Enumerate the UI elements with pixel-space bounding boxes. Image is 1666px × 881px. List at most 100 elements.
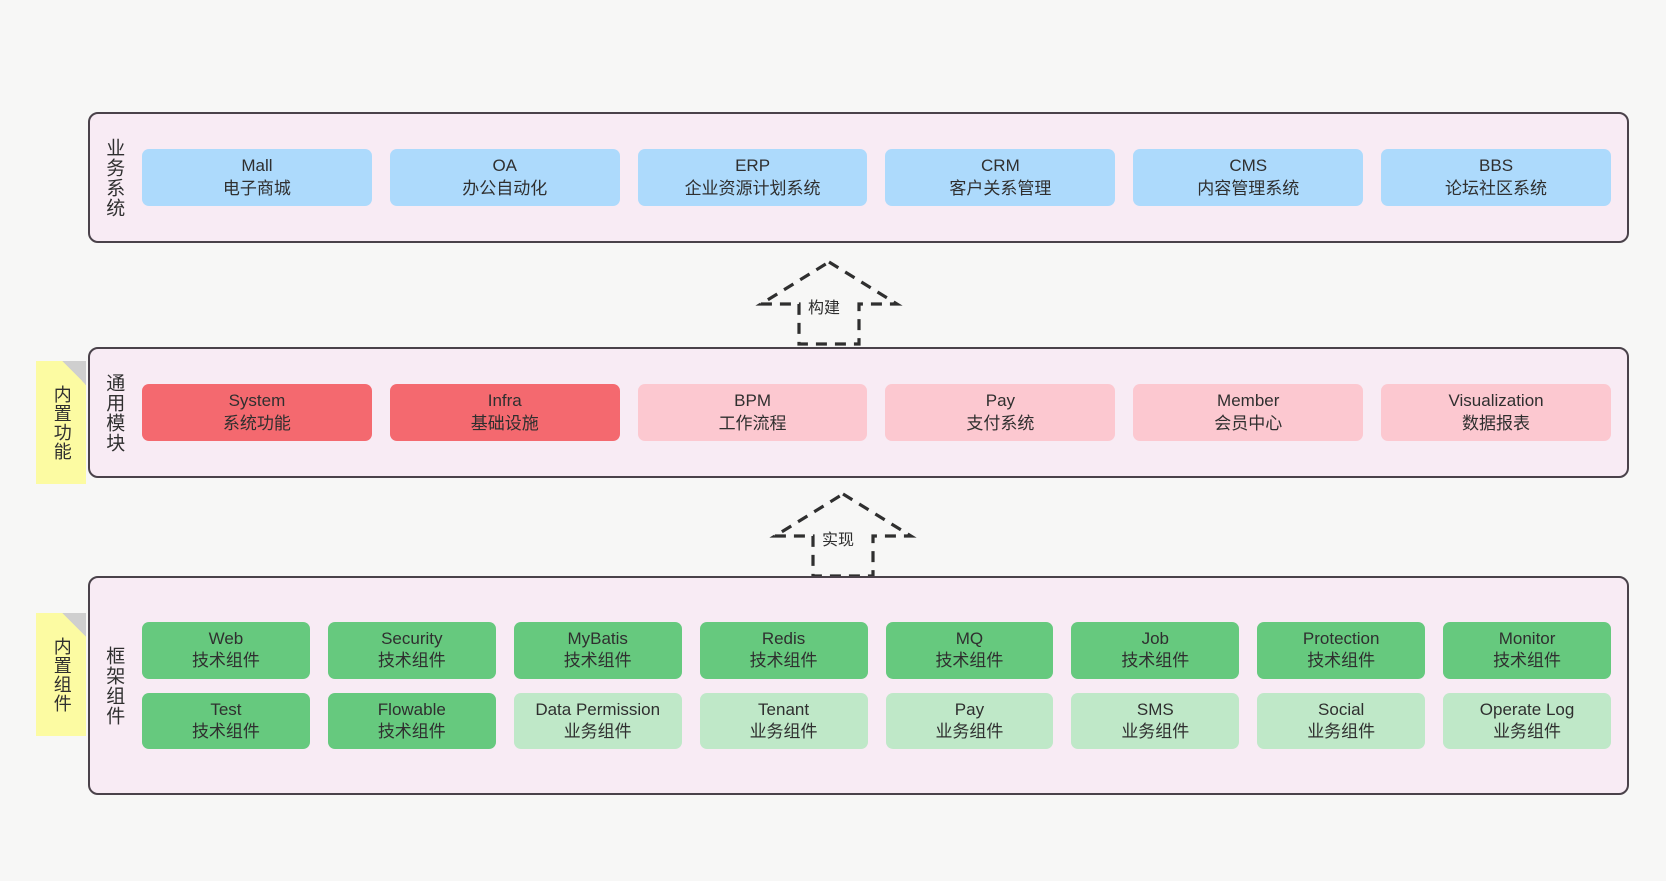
- card-redis[interactable]: Redis 技术组件: [699, 621, 868, 679]
- card-social[interactable]: Social 业务组件: [1257, 692, 1426, 750]
- card-bpm[interactable]: BPM 工作流程: [637, 384, 868, 441]
- card-web-subtitle: 技术组件: [191, 651, 260, 671]
- card-data-permission-title: Data Permission: [535, 699, 661, 719]
- card-pay-component-subtitle: 业务组件: [935, 721, 1004, 741]
- card-crm[interactable]: CRM 客户关系管理: [885, 149, 1116, 206]
- card-pay-module-subtitle: 支付系统: [966, 413, 1035, 433]
- card-pay-module[interactable]: Pay 支付系统: [885, 384, 1116, 441]
- card-mq[interactable]: MQ 技术组件: [885, 621, 1054, 679]
- framework-components-row-2: Test 技术组件 Flowable 技术组件 Data Permission …: [142, 692, 1611, 750]
- card-mall[interactable]: Mall 电子商城: [142, 149, 372, 206]
- connector-implement: 实现: [769, 490, 917, 578]
- layer-framework-components: 框架组件 Web 技术组件 Security 技术组件 MyBatis 技术组件…: [88, 576, 1629, 795]
- layer-common-modules-body: System 系统功能 Infra 基础设施 BPM 工作流程 Pay 支付系统…: [136, 349, 1627, 476]
- card-tenant[interactable]: Tenant 业务组件: [699, 692, 868, 750]
- card-mq-subtitle: 技术组件: [935, 651, 1004, 671]
- common-modules-row: System 系统功能 Infra 基础设施 BPM 工作流程 Pay 支付系统…: [142, 384, 1611, 441]
- card-redis-subtitle: 技术组件: [749, 651, 818, 671]
- layer-framework-components-title: 框架组件: [103, 645, 125, 726]
- card-mall-title: Mall: [241, 156, 273, 176]
- layer-common-modules: 通用模块 System 系统功能 Infra 基础设施 BPM 工作流程 Pay…: [88, 347, 1629, 478]
- card-bpm-subtitle: 工作流程: [718, 413, 787, 433]
- card-oa[interactable]: OA 办公自动化: [389, 149, 620, 206]
- card-social-title: Social: [1318, 699, 1365, 719]
- note-builtin-components-label: 内置组件: [51, 636, 72, 713]
- card-member[interactable]: Member 会员中心: [1133, 384, 1364, 441]
- card-data-permission-subtitle: 业务组件: [563, 721, 632, 741]
- card-crm-subtitle: 客户关系管理: [949, 178, 1052, 198]
- card-monitor[interactable]: Monitor 技术组件: [1443, 621, 1611, 679]
- card-monitor-title: Monitor: [1498, 628, 1556, 648]
- card-system[interactable]: System 系统功能: [142, 384, 372, 441]
- card-cms[interactable]: CMS 内容管理系统: [1133, 149, 1364, 206]
- generalization-arrow-shape: [769, 492, 917, 578]
- connector-implement-label: 实现: [820, 526, 857, 550]
- card-test[interactable]: Test 技术组件: [142, 692, 310, 750]
- card-mall-subtitle: 电子商城: [222, 178, 291, 198]
- card-job[interactable]: Job 技术组件: [1071, 621, 1240, 679]
- card-flowable[interactable]: Flowable 技术组件: [327, 692, 496, 750]
- layer-business-systems: 业务系统 Mall 电子商城 OA 办公自动化 ERP 企业资源计划系统 CRM…: [88, 112, 1629, 243]
- card-bpm-title: BPM: [734, 391, 771, 411]
- card-erp-title: ERP: [735, 156, 771, 176]
- note-builtin-features-label: 内置功能: [51, 384, 72, 461]
- connector-build: 构建: [755, 258, 903, 346]
- card-erp-subtitle: 企业资源计划系统: [684, 178, 821, 198]
- card-system-title: System: [228, 391, 286, 411]
- card-protection[interactable]: Protection 技术组件: [1257, 621, 1426, 679]
- card-visualization[interactable]: Visualization 数据报表: [1381, 384, 1611, 441]
- layer-business-systems-body: Mall 电子商城 OA 办公自动化 ERP 企业资源计划系统 CRM 客户关系…: [136, 114, 1627, 241]
- card-pay-component-title: Pay: [954, 699, 985, 719]
- card-member-title: Member: [1217, 391, 1280, 411]
- card-infra-subtitle: 基础设施: [470, 413, 539, 433]
- card-security-subtitle: 技术组件: [377, 651, 446, 671]
- card-pay-component[interactable]: Pay 业务组件: [885, 692, 1054, 750]
- note-builtin-features: 内置功能: [36, 361, 86, 484]
- card-monitor-subtitle: 技术组件: [1493, 651, 1562, 671]
- card-test-title: Test: [210, 699, 242, 719]
- card-mybatis[interactable]: MyBatis 技术组件: [513, 621, 682, 679]
- card-job-subtitle: 技术组件: [1121, 651, 1190, 671]
- card-security[interactable]: Security 技术组件: [327, 621, 496, 679]
- card-bbs[interactable]: BBS 论坛社区系统: [1381, 149, 1611, 206]
- card-cms-title: CMS: [1229, 156, 1268, 176]
- card-protection-title: Protection: [1302, 628, 1380, 648]
- card-erp[interactable]: ERP 企业资源计划系统: [637, 149, 868, 206]
- card-test-subtitle: 技术组件: [191, 721, 260, 741]
- card-redis-title: Redis: [761, 628, 806, 648]
- card-protection-subtitle: 技术组件: [1307, 651, 1376, 671]
- card-crm-title: CRM: [981, 156, 1020, 176]
- note-fold-corner-icon: [62, 613, 86, 637]
- card-pay-module-title: Pay: [985, 391, 1016, 411]
- framework-components-row-1: Web 技术组件 Security 技术组件 MyBatis 技术组件 Redi…: [142, 621, 1611, 679]
- card-infra[interactable]: Infra 基础设施: [389, 384, 620, 441]
- card-mybatis-title: MyBatis: [567, 628, 628, 648]
- card-visualization-title: Visualization: [1448, 391, 1544, 411]
- card-infra-title: Infra: [487, 391, 522, 411]
- card-member-subtitle: 会员中心: [1214, 413, 1283, 433]
- card-web[interactable]: Web 技术组件: [142, 621, 310, 679]
- card-operate-log-subtitle: 业务组件: [1493, 721, 1562, 741]
- card-sms-title: SMS: [1136, 699, 1174, 719]
- card-data-permission[interactable]: Data Permission 业务组件: [513, 692, 682, 750]
- card-system-subtitle: 系统功能: [222, 413, 291, 433]
- card-job-title: Job: [1141, 628, 1170, 648]
- card-tenant-subtitle: 业务组件: [749, 721, 818, 741]
- card-operate-log[interactable]: Operate Log 业务组件: [1443, 692, 1611, 750]
- card-visualization-subtitle: 数据报表: [1462, 413, 1531, 433]
- card-web-title: Web: [208, 628, 244, 648]
- card-mq-title: MQ: [955, 628, 984, 648]
- layer-business-systems-title: 业务系统: [103, 137, 125, 218]
- business-systems-row: Mall 电子商城 OA 办公自动化 ERP 企业资源计划系统 CRM 客户关系…: [142, 149, 1611, 206]
- card-security-title: Security: [381, 628, 443, 648]
- card-sms[interactable]: SMS 业务组件: [1071, 692, 1240, 750]
- note-builtin-components: 内置组件: [36, 613, 86, 736]
- card-bbs-subtitle: 论坛社区系统: [1445, 178, 1548, 198]
- card-tenant-title: Tenant: [758, 699, 810, 719]
- card-sms-subtitle: 业务组件: [1121, 721, 1190, 741]
- card-flowable-title: Flowable: [377, 699, 446, 719]
- card-social-subtitle: 业务组件: [1307, 721, 1376, 741]
- layer-common-modules-title: 通用模块: [103, 372, 125, 453]
- generalization-arrow-shape: [755, 260, 903, 346]
